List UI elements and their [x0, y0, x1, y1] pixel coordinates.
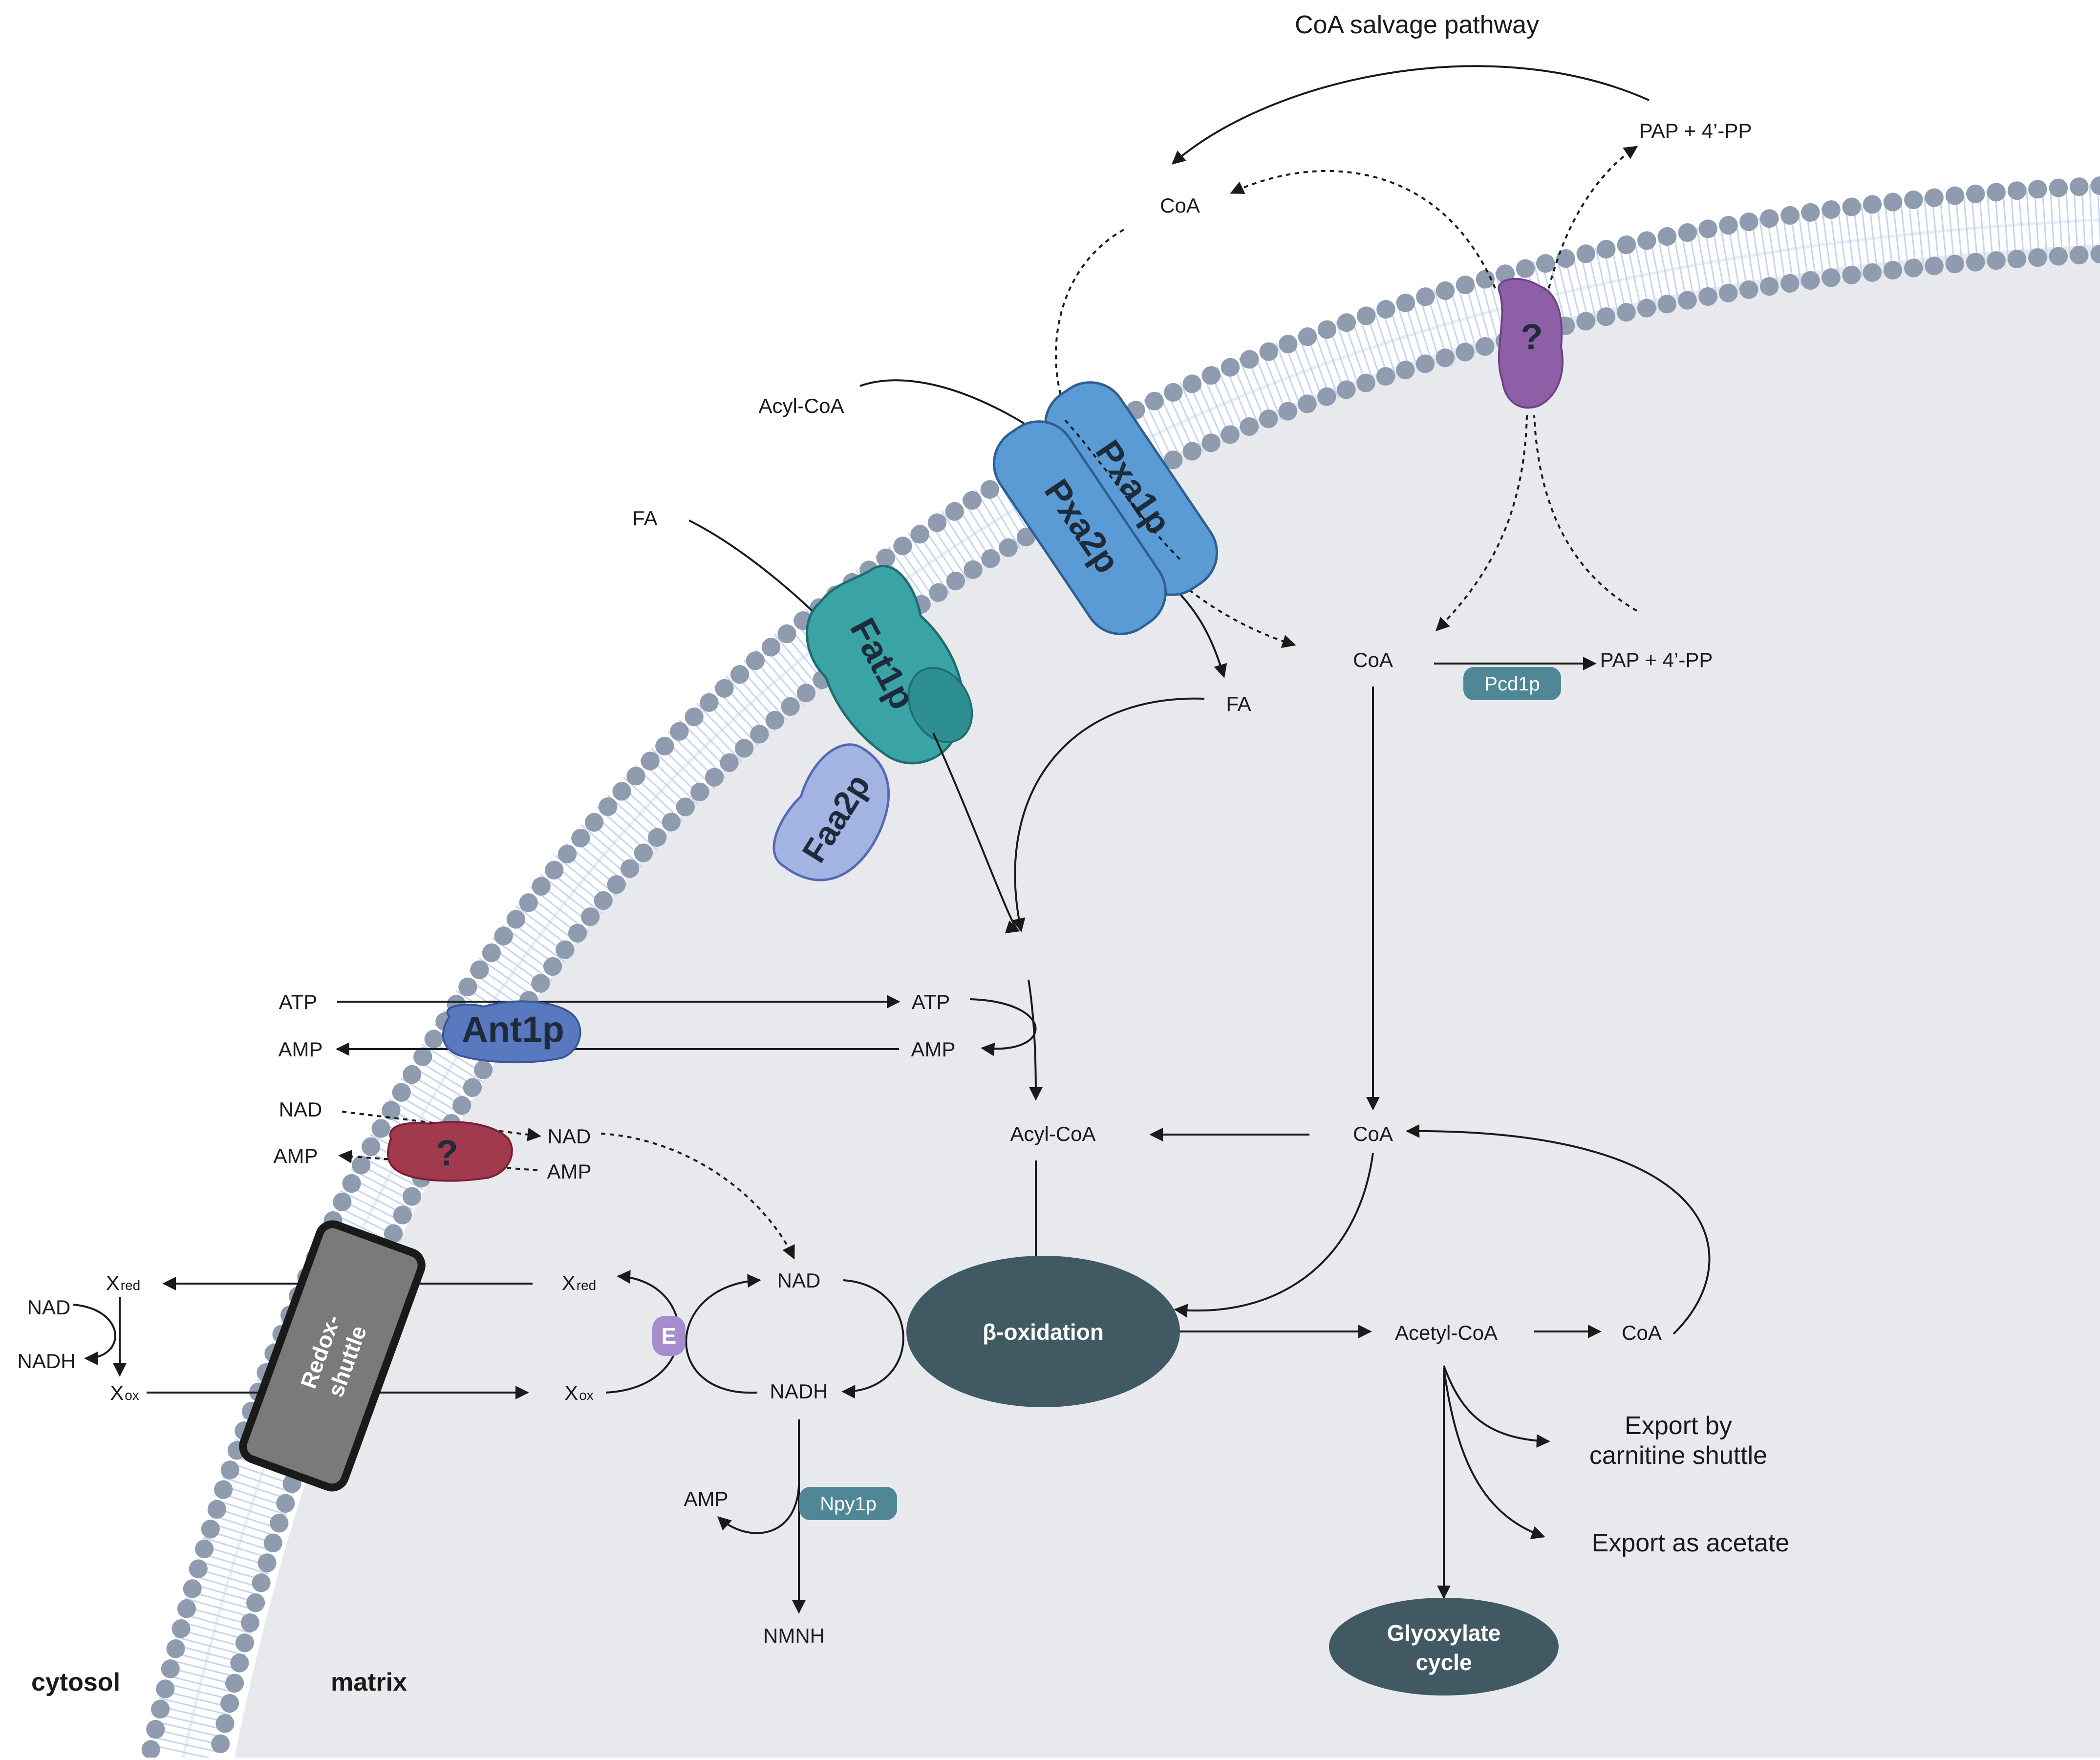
xred-mat-x: X — [562, 1271, 576, 1294]
nad-matrix-2: NAD — [777, 1269, 821, 1292]
nad-cytosol: NAD — [279, 1098, 322, 1121]
faa2p-protein: Faa2p — [772, 743, 890, 881]
nadh-cytosol: NADH — [17, 1350, 75, 1373]
matrix-region — [235, 244, 2100, 1758]
amp-npy: AMP — [684, 1487, 728, 1510]
fat1p-protein: Fat1p — [806, 564, 973, 765]
diagram-title: CoA salvage pathway — [1295, 11, 1539, 39]
beta-oxidation-label: β-oxidation — [983, 1319, 1104, 1345]
unknown-nad-transporter: ? — [387, 1121, 513, 1182]
arrow-dotted-coa-down — [1055, 229, 1124, 441]
arrow-dotted-to-pap-top — [1548, 146, 1638, 289]
export-acetate: Export as acetate — [1592, 1529, 1790, 1557]
xox-mat-sub: ox — [579, 1388, 594, 1403]
coa-top: CoA — [1160, 194, 1200, 217]
amp-cytosol: AMP — [278, 1038, 322, 1061]
unknown-nad-label: ? — [436, 1133, 458, 1173]
amp-matrix-2: AMP — [547, 1160, 591, 1183]
xred-cyt-x: X — [106, 1271, 120, 1294]
coa-right: CoA — [1353, 1122, 1393, 1145]
nad-cytosol-3: NAD — [27, 1296, 71, 1319]
amp-matrix: AMP — [911, 1038, 955, 1061]
atp-cytosol: ATP — [279, 990, 318, 1013]
xox-cytosol: Xox — [110, 1381, 139, 1404]
glyoxylate-label-2: cycle — [1415, 1650, 1472, 1675]
arrow-to-fa-matrix — [1172, 585, 1227, 678]
fa-matrix: FA — [1226, 692, 1251, 715]
arrow-nadh-to-nad-mat — [685, 1274, 761, 1394]
beta-oxidation-process: β-oxidation — [906, 1256, 1180, 1407]
arrow-nadh-to-amp-npy — [717, 1485, 800, 1534]
arrow-dotted-to-coa-top — [1230, 170, 1496, 289]
arrow-to-acetate-export — [1443, 1368, 1545, 1539]
unknown-top-label: ? — [1521, 317, 1543, 357]
ant1p-label: Ant1p — [462, 1009, 564, 1050]
amp-cytosol-2: AMP — [273, 1144, 318, 1167]
arrow-to-acylcoa-matrix — [1028, 979, 1043, 1101]
npy1p-enzyme: Npy1p — [799, 1487, 897, 1520]
redox-shuttle: Redox- shuttle — [239, 1220, 426, 1492]
xox-cyt-x: X — [110, 1381, 124, 1404]
acylcoa-matrix: Acyl-CoA — [1010, 1122, 1095, 1145]
xred-matrix: Xred — [562, 1271, 596, 1294]
arrow-nad-to-nad-matrix — [600, 1133, 795, 1260]
pcd1p-label: Pcd1p — [1484, 673, 1540, 695]
xred-cyt-sub: red — [121, 1278, 140, 1293]
xox-cyt-sub: ox — [125, 1388, 139, 1403]
atp-matrix: ATP — [912, 990, 950, 1013]
export-carnitine-1: Export by — [1625, 1412, 1732, 1440]
arrow-dotted-from-pap-mid — [1533, 415, 1638, 612]
enzyme-e-label: E — [662, 1323, 677, 1349]
nmnh: NMNH — [763, 1624, 825, 1647]
pcd1p-enzyme: Pcd1p — [1463, 667, 1561, 700]
fa-cytosol: FA — [632, 507, 657, 530]
arrow-nad-to-nadh-betaox — [841, 1279, 904, 1399]
glyoxylate-cycle-process: Glyoxylate cycle — [1329, 1598, 1559, 1696]
arrow-coa-far-to-coa-right — [1406, 1124, 1711, 1335]
xox-matrix: Xox — [564, 1381, 594, 1404]
arrow-dotted-through-pxa — [1064, 419, 1183, 563]
coa-far: CoA — [1622, 1321, 1662, 1344]
xred-cytosol: Xred — [106, 1271, 140, 1294]
acetylcoa: Acetyl-CoA — [1395, 1321, 1498, 1344]
arrow-atp-to-amp-matrix — [969, 998, 1037, 1056]
arrow-pap-to-coa-top — [1171, 65, 1650, 165]
arrow-nad-to-nadh-cyt — [73, 1304, 116, 1365]
nadh-matrix: NADH — [770, 1380, 828, 1403]
acylcoa-cytosol: Acyl-CoA — [758, 394, 844, 417]
export-carnitine-2: carnitine shuttle — [1589, 1441, 1767, 1470]
nad-matrix: NAD — [548, 1125, 591, 1148]
npy1p-label: Npy1p — [820, 1493, 877, 1515]
pap-top: PAP + 4’-PP — [1639, 119, 1752, 142]
arrow-dotted-to-coa-mid — [1436, 415, 1528, 631]
ant1p-protein: Ant1p — [442, 1000, 581, 1064]
arrow-coa-to-betaox — [1174, 1153, 1374, 1318]
enzyme-e: E — [652, 1316, 686, 1356]
matrix-label: matrix — [331, 1668, 407, 1696]
xox-mat-x: X — [564, 1381, 578, 1404]
xred-mat-sub: red — [577, 1278, 596, 1293]
arrow-to-carnitine-export — [1443, 1365, 1550, 1448]
pxa1p-pxa2p-transporter: Pxa1p Pxa2p — [992, 381, 1219, 635]
coa-mid: CoA — [1353, 648, 1393, 671]
cytosol-label: cytosol — [31, 1668, 120, 1696]
glyoxylate-label-1: Glyoxylate — [1387, 1620, 1501, 1646]
arrow-fa-matrix-to-acylcoa — [1012, 697, 1205, 932]
unknown-coa-transporter: ? — [1498, 278, 1564, 409]
pap-mid: PAP + 4’-PP — [1600, 648, 1713, 671]
